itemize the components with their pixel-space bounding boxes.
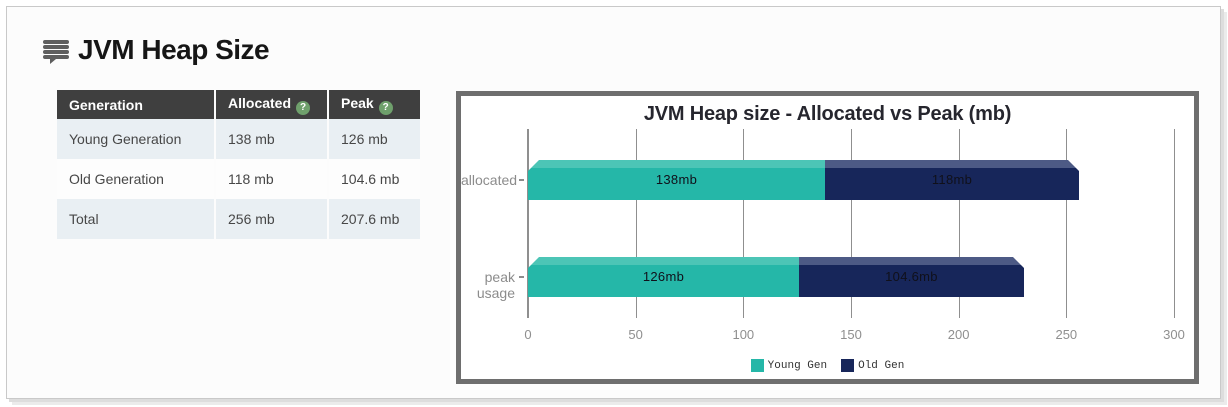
generation-cell: Total <box>57 199 215 239</box>
column-label: Peak <box>341 94 374 111</box>
legend-label: Young Gen <box>767 359 828 372</box>
legend-label: Old Gen <box>858 359 905 372</box>
legend-item: Old Gen <box>841 359 904 372</box>
y-axis-category-label: peak usage <box>476 269 515 301</box>
x-axis-tick-label: 0 <box>524 327 532 342</box>
generation-cell: Old Generation <box>57 159 215 199</box>
y-axis-tick <box>519 276 524 278</box>
peak-cell: 207.6 mb <box>327 199 420 239</box>
bar-segment-young-gen: 138mb <box>528 160 825 200</box>
x-axis-tick-label: 200 <box>947 327 970 342</box>
generation-cell: Young Generation <box>57 119 215 159</box>
column-header-generation: Generation <box>57 90 215 119</box>
allocated-cell: 256 mb <box>214 199 328 239</box>
peak-cell: 126 mb <box>327 119 420 159</box>
bar-value-label: 126mb <box>642 269 685 284</box>
x-axis-tick-label: 300 <box>1163 327 1185 342</box>
gridline <box>743 129 745 318</box>
chart-legend: Young Gen Old Gen <box>461 359 1194 372</box>
chart-title: JVM Heap size - Allocated vs Peak (mb) <box>643 103 1012 125</box>
gridline <box>1066 129 1068 318</box>
help-icon[interactable]: ? <box>296 100 311 115</box>
bar-value-label: 138mb <box>655 172 698 187</box>
x-axis-tick-label: 250 <box>1055 327 1078 342</box>
y-axis-category-label: allocated <box>461 172 518 188</box>
column-label: Generation <box>69 96 143 113</box>
x-axis-tick-label: 50 <box>628 327 643 342</box>
legend-item: Young Gen <box>750 359 828 372</box>
legend-swatch <box>750 359 764 372</box>
x-axis-tick-label: 150 <box>840 327 862 342</box>
column-header-peak: Peak? <box>327 90 420 119</box>
bar-segment-old-gen: 104.6mb <box>799 257 1024 297</box>
allocated-cell: 118 mb <box>214 159 328 199</box>
page-header: JVM Heap Size <box>43 34 270 66</box>
allocated-cell: 138 mb <box>214 119 328 159</box>
gridline <box>958 129 960 318</box>
gridline <box>635 129 637 318</box>
gridline <box>851 129 852 318</box>
page-title: JVM Heap Size <box>78 34 270 65</box>
column-label: Allocated <box>228 94 292 111</box>
bar-value-label: 118mb <box>931 172 973 187</box>
bar-value-label: 104.6mb <box>885 269 938 284</box>
x-axis-tick-label: 100 <box>732 327 755 342</box>
gridline <box>527 129 529 318</box>
heap-chart-panel: JVM Heap size - Allocated vs Peak (mb) Y… <box>456 91 1199 384</box>
bar-segment-young-gen: 126mb <box>528 257 799 297</box>
legend-swatch <box>841 359 855 372</box>
bar-segment-old-gen: 118mb <box>825 160 1079 200</box>
column-header-allocated: Allocated? <box>214 90 328 119</box>
y-axis-tick <box>519 179 524 181</box>
heap-stack-icon <box>43 39 69 64</box>
gridline <box>1174 129 1175 318</box>
help-icon[interactable]: ? <box>378 100 393 115</box>
peak-cell: 104.6 mb <box>327 159 420 199</box>
